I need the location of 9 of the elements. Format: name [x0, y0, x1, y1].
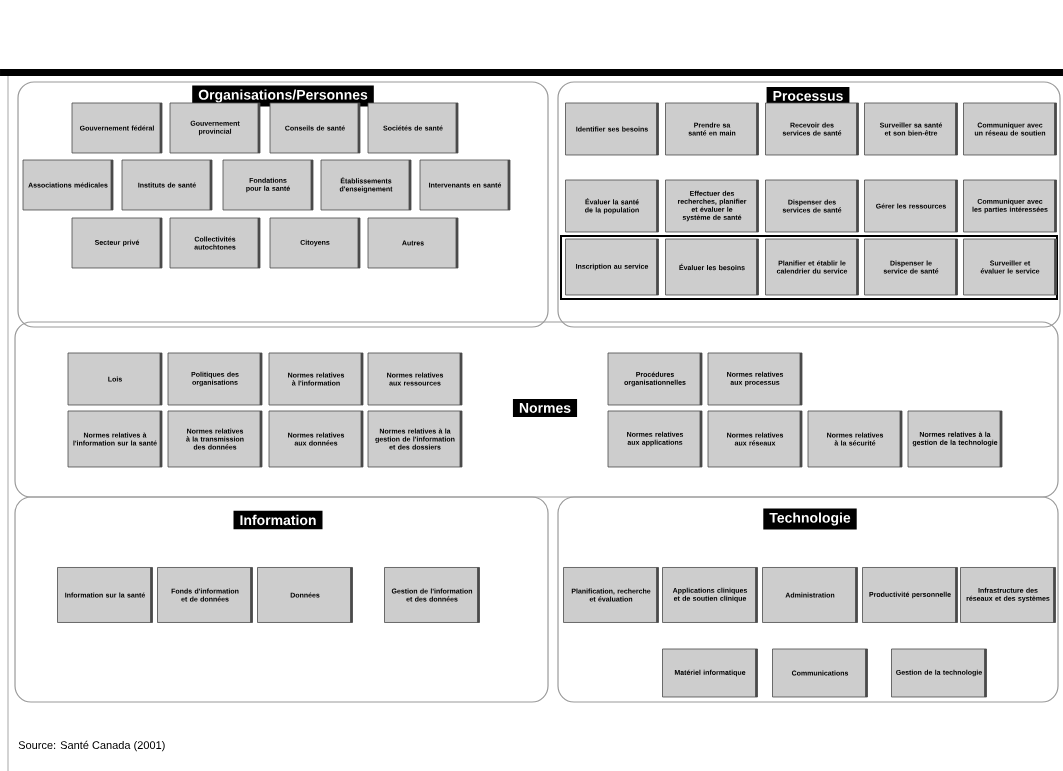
panel: [14, 321, 1059, 498]
caption: Source: Santé Canada (2001): [18, 740, 165, 752]
outline-frame: [560, 235, 1058, 300]
section-heading: Technologie: [763, 508, 857, 530]
panel: [557, 496, 1059, 703]
panel: [557, 81, 1061, 328]
panel: [17, 81, 549, 328]
panel: [14, 496, 549, 703]
section-heading: Normes: [512, 399, 578, 417]
